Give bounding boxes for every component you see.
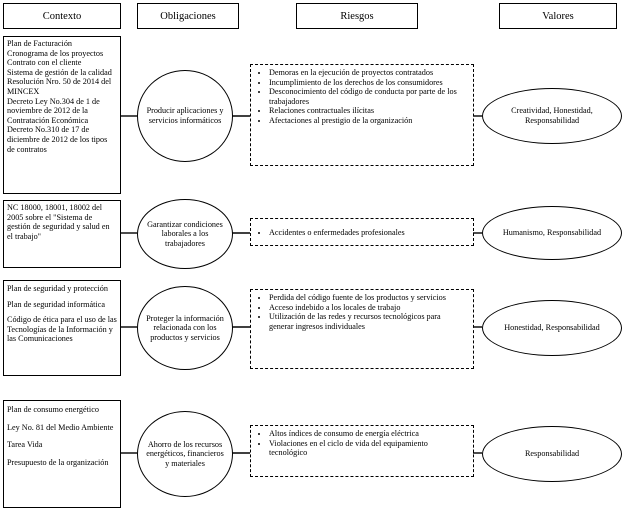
context-box-3: Plan de seguridad y protección Plan de s…	[3, 280, 121, 376]
value-node-3: Honestidad, Responsabilidad	[482, 300, 622, 356]
risk-box-2: Accidentes o enfermedades profesionales	[250, 218, 474, 246]
risk-item: Utilización de las redes y recursos tecn…	[269, 312, 467, 331]
header-contexto: Contexto	[3, 3, 121, 29]
context-item: Plan de seguridad informática	[7, 299, 105, 309]
context-item: Sistema de gestión de la calidad	[7, 67, 112, 77]
risk-box-3: Perdida del código fuente de los product…	[250, 289, 474, 369]
risk-item: Relaciones contractuales ilícitas	[269, 106, 467, 116]
risk-item: Perdida del código fuente de los product…	[269, 293, 467, 303]
obligation-node-4: Ahorro de los recursos energéticos, fina…	[137, 411, 233, 497]
risk-item: Desconocimiento del código de conducta p…	[269, 87, 467, 106]
header-valores: Valores	[499, 3, 617, 29]
context-item: Ley No. 81 del Medio Ambiente	[7, 422, 114, 432]
risk-item: Altos índices de consumo de energía eléc…	[269, 429, 467, 439]
context-box-4: Plan de consumo energético Ley No. 81 de…	[3, 400, 121, 508]
context-item: Contrato con el cliente	[7, 58, 82, 68]
header-riesgos: Riesgos	[296, 3, 418, 29]
context-box-1: Plan de Facturación Cronograma de los pr…	[3, 36, 121, 194]
context-item: Presupuesto de la organización	[7, 457, 109, 467]
context-item: Resolución Nro. 50 de 2014 del MINCEX	[7, 77, 112, 96]
risk-box-4: Altos índices de consumo de energía eléc…	[250, 425, 474, 477]
risk-item: Incumplimiento de los derechos de los co…	[269, 78, 467, 88]
value-node-4: Responsabilidad	[482, 426, 622, 482]
risk-item: Accidentes o enfermedades profesionales	[269, 228, 405, 238]
context-box-2: NC 18000, 18001, 18002 del 2005 sobre el…	[3, 200, 121, 268]
value-node-2: Humanismo, Responsabilidad	[482, 206, 622, 260]
context-item: Tarea Vida	[7, 440, 43, 450]
context-item: Decreto Ley No.304 de 1 de noviembre de …	[7, 96, 100, 125]
context-item: Código de ética para el uso de las Tecno…	[7, 315, 117, 344]
obligation-node-2: Garantizar condiciones laborales a los t…	[137, 199, 233, 269]
risk-item: Acceso indebido a los locales de trabajo	[269, 303, 467, 313]
header-obligaciones: Obligaciones	[137, 3, 239, 29]
value-node-1: Creatividad, Honestidad, Responsabilidad	[482, 88, 622, 144]
context-item: Plan de seguridad y protección	[7, 284, 108, 293]
risk-item: Violaciones en el ciclo de vida del equi…	[269, 439, 467, 458]
risk-box-1: Demoras en la ejecución de proyectos con…	[250, 64, 474, 166]
context-item: Plan de consumo energético	[7, 405, 99, 414]
obligation-node-3: Proteger la información relacionada con …	[137, 286, 233, 370]
risk-item: Afectaciones al prestigio de la organiza…	[269, 116, 467, 126]
context-item: NC 18000, 18001, 18002 del 2005 sobre el…	[7, 203, 110, 241]
risk-item: Demoras en la ejecución de proyectos con…	[269, 68, 467, 78]
obligation-node-1: Producir aplicaciones y servicios inform…	[137, 70, 233, 162]
context-item: Plan de Facturación	[7, 39, 73, 48]
context-item: Cronograma de los proyectos	[7, 48, 104, 58]
context-item: Decreto No.310 de 17 de diciembre de 201…	[7, 125, 108, 154]
